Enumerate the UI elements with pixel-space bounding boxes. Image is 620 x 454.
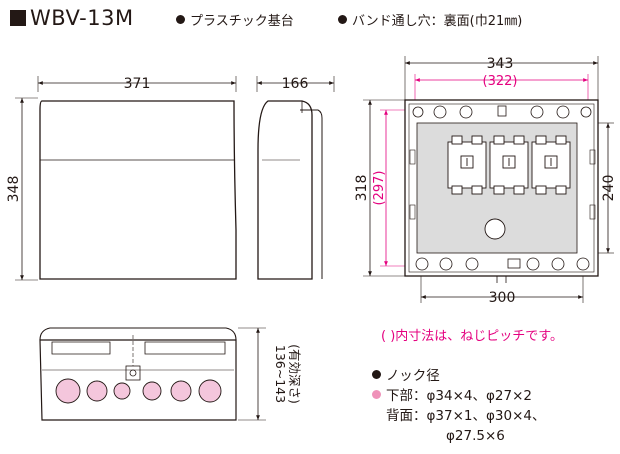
bullet-dot-icon [372,370,381,379]
pink-dot-icon [372,390,381,399]
interior-view [363,56,614,303]
knockout-back-row: 背面：φ37×1、φ30×4、 [386,408,546,424]
bullet-dot-icon [176,15,185,24]
side-body-outline [257,100,313,280]
title-square-icon [10,10,26,26]
knockout-heading: ノック径 [372,366,545,386]
front-cover-outline [39,100,237,280]
bottom-depth-label: 136~143 [273,345,288,403]
side-view [256,76,335,280]
knockout-holes-bottom [415,257,590,283]
knockout-27 [86,380,108,402]
knockout-34 [55,378,81,404]
knockout-34 [198,379,222,403]
pitch-note: ( )内寸法は、ねじピッチです。 [381,329,563,344]
bottom-view [39,327,266,421]
side-depth-label: 166 [282,76,309,92]
front-width-label: 371 [124,76,151,92]
breaker-3 [531,135,571,195]
inner-height-label: (297) [372,171,387,206]
outer-width-label: 343 [487,56,514,72]
bullet-dot-icon [338,15,347,24]
knockout-back-row-2: φ27.5×6 [446,428,505,444]
outer-height-label: 318 [354,175,370,202]
panel-round-hole [484,218,506,240]
front-height-label: 348 [6,176,22,203]
feature-band-hole: バンド通し穴：裏面(巾21㎜) [338,10,522,29]
side-knockouts [409,149,596,220]
bottom-depth-note: (有効深さ) [287,344,302,404]
knockout-legend: ノック径 下部：φ34×4、φ27×2 背面：φ37×1、φ30×4、 φ27.… [372,366,545,446]
breaker-2 [489,135,529,195]
right-height-label: 240 [601,175,617,202]
inner-width-label: (322) [483,74,518,89]
base-outline [404,99,599,277]
knockout-bottom-row: 下部：φ34×4、φ27×2 [372,386,545,406]
knockout-34 [170,380,192,402]
front-view [15,76,237,281]
knockout-34 [142,381,162,401]
bottom-knockouts [55,378,222,404]
bottom-width-label: 300 [489,290,516,306]
knockout-27 [113,382,131,400]
model-title: WBV-13M [10,6,134,30]
feature-plastic-base: プラスチック基台 [176,10,294,29]
breaker-1 [447,135,487,195]
bottom-body-outline [39,339,237,421]
knockout-holes-top [412,105,592,119]
